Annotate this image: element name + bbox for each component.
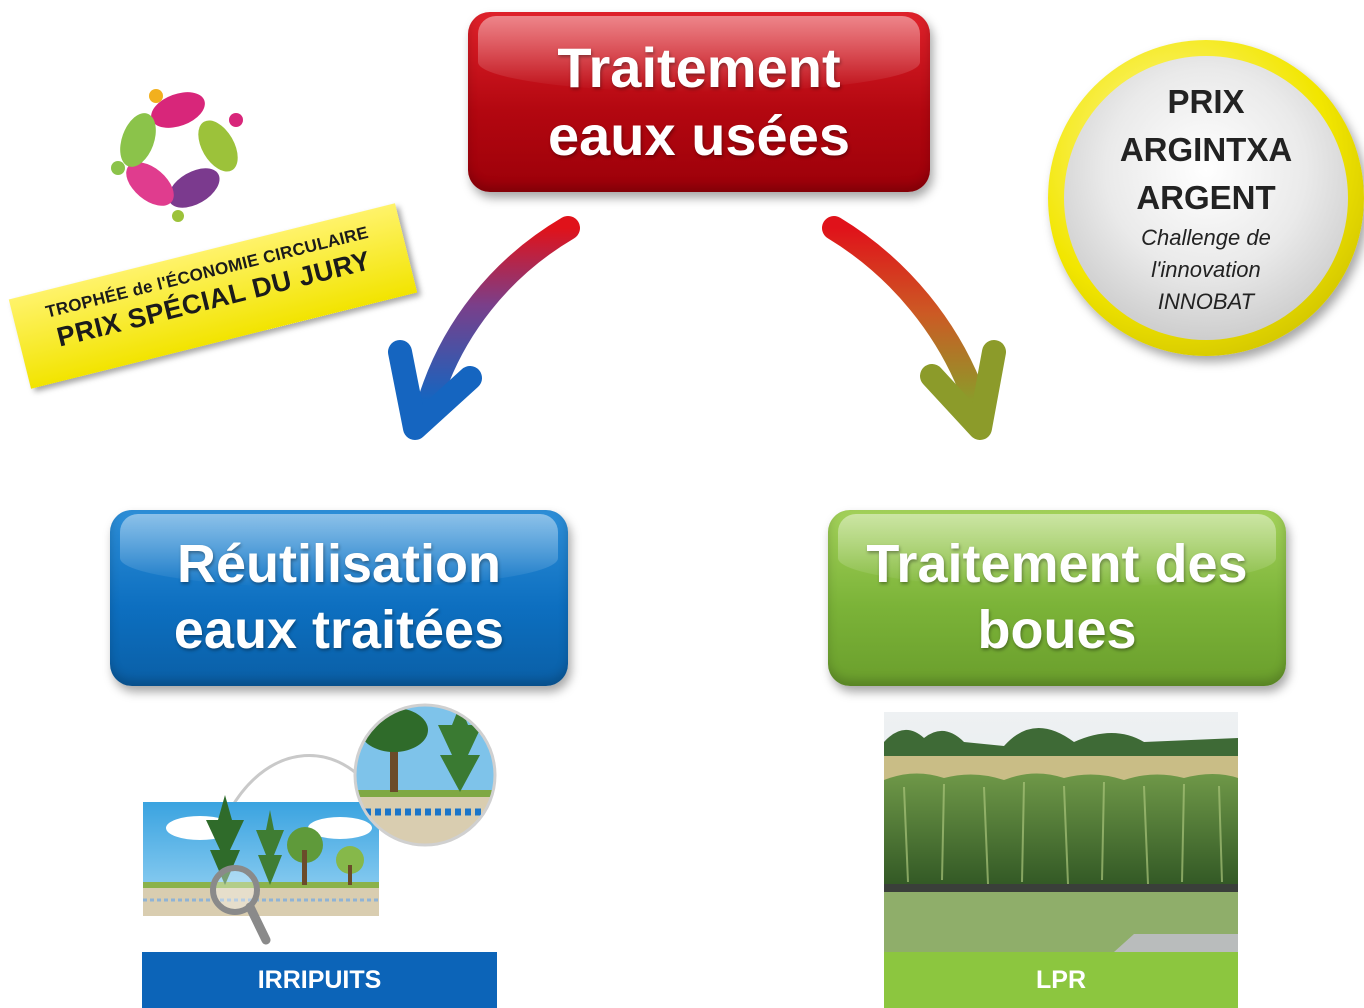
irrigation-illustration-icon <box>143 703 497 945</box>
medal-line-challenge: Challenge de <box>1141 224 1271 250</box>
silver-prize-medal: PRIX ARGINTXA ARGENT Challenge de l'inno… <box>1048 40 1364 356</box>
medal-line-innobat: INNOBAT <box>1157 288 1255 314</box>
sludge-treatment-line2: boues <box>977 600 1137 660</box>
medal-line-argintxa: ARGINTXA <box>1119 131 1293 169</box>
sludge-treatment-line1: Traitement des <box>866 534 1248 595</box>
medal-line-innovation: l'innovation <box>1151 256 1261 282</box>
wastewater-treatment-line2: eaux usées <box>548 104 850 167</box>
irripuits-label: IRRIPUITS <box>257 965 382 994</box>
arrow-to-reuse <box>388 216 580 440</box>
sludge-treatment-box: Traitement des boues <box>828 510 1286 686</box>
medal-inner: PRIX ARGINTXA ARGENT Challenge de l'inno… <box>1064 56 1348 340</box>
medal-line-prix: PRIX <box>1167 83 1245 121</box>
wastewater-treatment-line1: Traitement <box>557 35 841 99</box>
lpr-label: LPR <box>1036 965 1086 994</box>
circular-economy-trophy: TROPHÉE de l'ÉCONOMIE CIRCULAIRE PRIX SP… <box>0 60 420 389</box>
arrow-to-sludge <box>822 216 1006 440</box>
circular-economy-logo-icon <box>111 89 243 222</box>
irripuits-caption: IRRIPUITS <box>142 952 497 1008</box>
wastewater-treatment-box: Traitement eaux usées <box>468 12 930 192</box>
reed-bed-photo-icon <box>884 712 1238 952</box>
treated-water-reuse-box: Réutilisation eaux traitées <box>110 510 568 686</box>
medal-line-argent: ARGENT <box>1136 179 1276 217</box>
lpr-caption: LPR <box>884 952 1238 1008</box>
treated-water-reuse-line1: Réutilisation <box>176 534 502 595</box>
treated-water-reuse-line2: eaux traitées <box>173 600 505 660</box>
